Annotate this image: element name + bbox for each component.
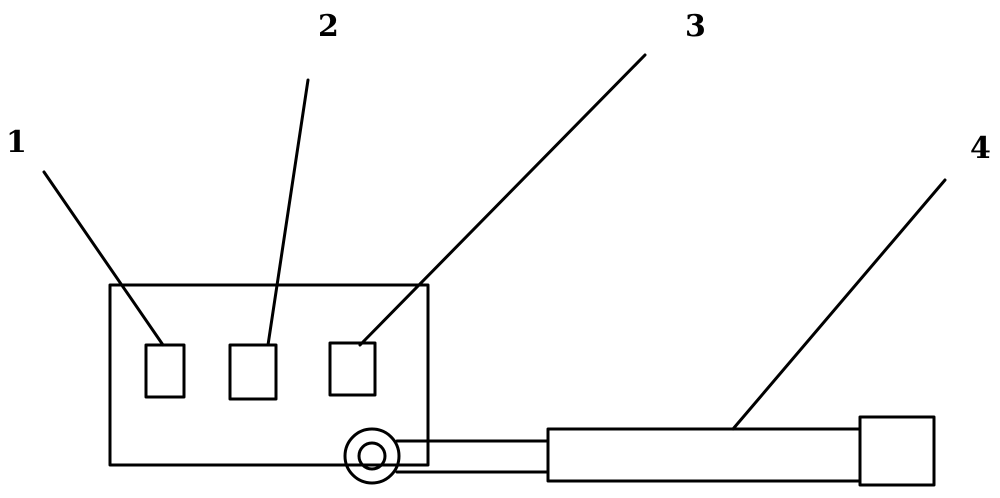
component-3-box xyxy=(330,343,375,395)
component-1-box xyxy=(146,345,184,397)
component-2-box xyxy=(230,345,276,399)
leader-line-1 xyxy=(44,172,163,345)
leader-line-2 xyxy=(268,80,308,345)
label-3: 3 xyxy=(685,9,706,44)
leader-line-4 xyxy=(733,180,945,429)
cylinder-body xyxy=(548,429,860,481)
label-2: 2 xyxy=(318,9,339,44)
pivot-ring-outer xyxy=(345,429,399,483)
cylinder-end-cap xyxy=(860,417,934,485)
housing-box xyxy=(110,285,428,465)
label-1: 1 xyxy=(6,125,27,160)
leader-line-3 xyxy=(360,55,645,345)
label-4: 4 xyxy=(970,131,991,166)
